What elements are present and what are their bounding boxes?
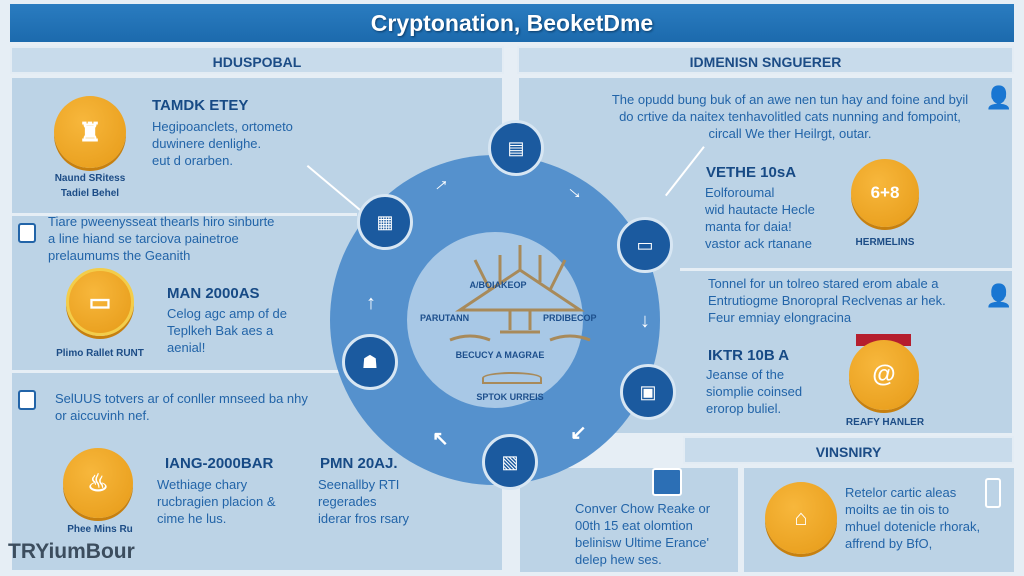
cycle-node-people[interactable]: ☗	[342, 334, 398, 390]
section-title: IANG-2000BAR	[165, 455, 274, 472]
cycle-node-form[interactable]: ▣	[620, 364, 676, 420]
bottom-left-box	[520, 468, 738, 572]
coin-icon: ♜	[54, 96, 126, 168]
logo: TRYiumBour	[8, 540, 135, 563]
bowl-coin-icon: ♨	[63, 448, 133, 518]
divider	[12, 213, 357, 216]
center-label: SPTOK URREIS	[476, 392, 544, 402]
person-icon: 👤	[985, 283, 1013, 308]
document-icon	[985, 478, 1001, 508]
section-title: VETHE 10sA	[706, 164, 797, 181]
page-title: Cryptonation, BeoketDme	[370, 10, 654, 36]
arrow-icon: ↙	[570, 422, 587, 444]
left-header: HDUSPOBAL	[10, 46, 504, 74]
center-label: PRDIBECOP	[543, 313, 597, 323]
section-text: SelUUS totvers ar of conller mnseed ba n…	[55, 391, 308, 423]
center-label: BECUCY A MAGRAE	[455, 350, 545, 360]
cycle-node-browser[interactable]: ▦	[357, 194, 413, 250]
folder-icon	[652, 468, 682, 496]
arrow-icon: ↖	[432, 428, 449, 450]
section-title: PMN 20AJ.	[320, 455, 398, 472]
cycle-node-document[interactable]: ▤	[488, 120, 544, 176]
house-coin-icon: ⌂	[765, 482, 837, 554]
center-label: PARUTANN	[420, 313, 470, 323]
checkbox-icon	[18, 223, 36, 243]
intro-text: The opudd bung buk of an awe nen tun hay…	[611, 92, 969, 141]
coin-label: Plimo Rallet RUNT	[56, 348, 144, 359]
section-title: MAN 2000AS	[167, 285, 260, 302]
center-label: A/BOIAKEOP	[469, 280, 527, 290]
cycle-node-laptop[interactable]: ▭	[617, 217, 673, 273]
coin-icon: @	[849, 340, 919, 410]
boat-icon	[482, 372, 542, 384]
person-icon: 👤	[985, 85, 1013, 110]
coin-label: Tadiel Behel	[60, 188, 120, 199]
arrow-icon: ↓	[640, 310, 650, 332]
coin-label: Phee Mins Ru	[67, 524, 133, 535]
laptop-coin-icon: ▭	[66, 268, 134, 336]
divider	[12, 370, 342, 373]
right-header: IDMENISN SNGUERER	[517, 46, 1014, 74]
title-bar: Cryptonation, BeoketDme	[10, 4, 1014, 42]
coin-label: Naund SRitess	[54, 173, 126, 184]
section-text: Tonnel for un tolreo stared erom abale a…	[708, 276, 946, 325]
section-title: TAMDK ETEY	[152, 97, 249, 114]
tree-scale-icon	[449, 245, 591, 342]
bottom-header: VINSNIRY	[683, 436, 1014, 464]
arrow-icon: ↑	[366, 292, 376, 314]
coin-icon: 6+8	[851, 159, 919, 227]
coin-label: REAFY HANLER	[845, 417, 925, 428]
coin-label: HERMELINS	[855, 237, 915, 248]
calendar-icon	[18, 390, 36, 410]
divider	[680, 268, 1014, 271]
cycle-node-bag[interactable]: ▧	[482, 434, 538, 490]
section-title: IKTR 10B A	[708, 347, 790, 364]
